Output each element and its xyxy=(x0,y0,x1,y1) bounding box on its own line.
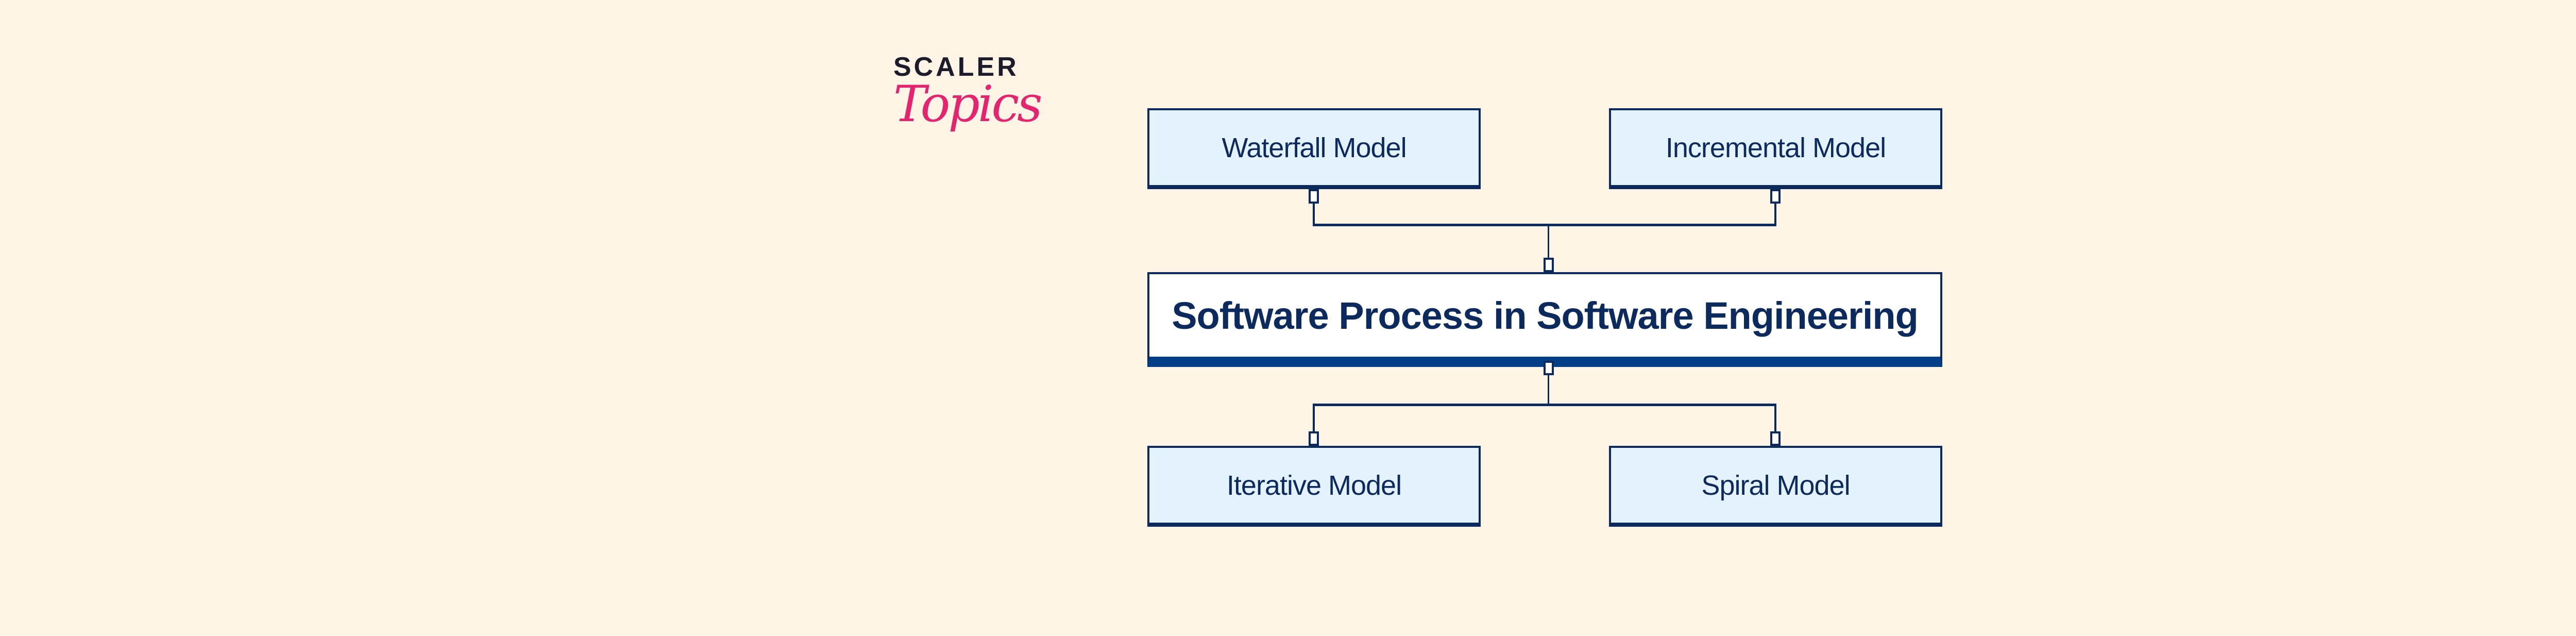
connector-port xyxy=(1544,361,1554,375)
central-topic-node: Software Process in Software Engineering xyxy=(1147,272,1942,367)
connector-port xyxy=(1770,189,1781,204)
incremental-model-node: Incremental Model xyxy=(1609,108,1942,189)
connector-line xyxy=(1548,375,1549,405)
connector-line xyxy=(1774,204,1776,226)
connector-port xyxy=(1309,189,1319,204)
connector-line xyxy=(1313,224,1776,226)
logo-scaler-text: SCALER xyxy=(893,52,1019,82)
logo-topics-text: Topics xyxy=(893,75,1043,133)
connector-line xyxy=(1548,225,1549,258)
connector-line xyxy=(1313,405,1315,431)
waterfall-model-node: Waterfall Model xyxy=(1147,108,1481,189)
iterative-model-node: Iterative Model xyxy=(1147,446,1481,527)
scaler-topics-logo: SCALER Topics xyxy=(893,52,1043,133)
connector-line xyxy=(1313,204,1315,226)
connector-port xyxy=(1309,431,1319,446)
connector-line xyxy=(1313,404,1776,406)
connector-port xyxy=(1770,431,1781,446)
connector-port xyxy=(1544,258,1554,272)
connector-line xyxy=(1774,405,1776,431)
spiral-model-node: Spiral Model xyxy=(1609,446,1942,527)
